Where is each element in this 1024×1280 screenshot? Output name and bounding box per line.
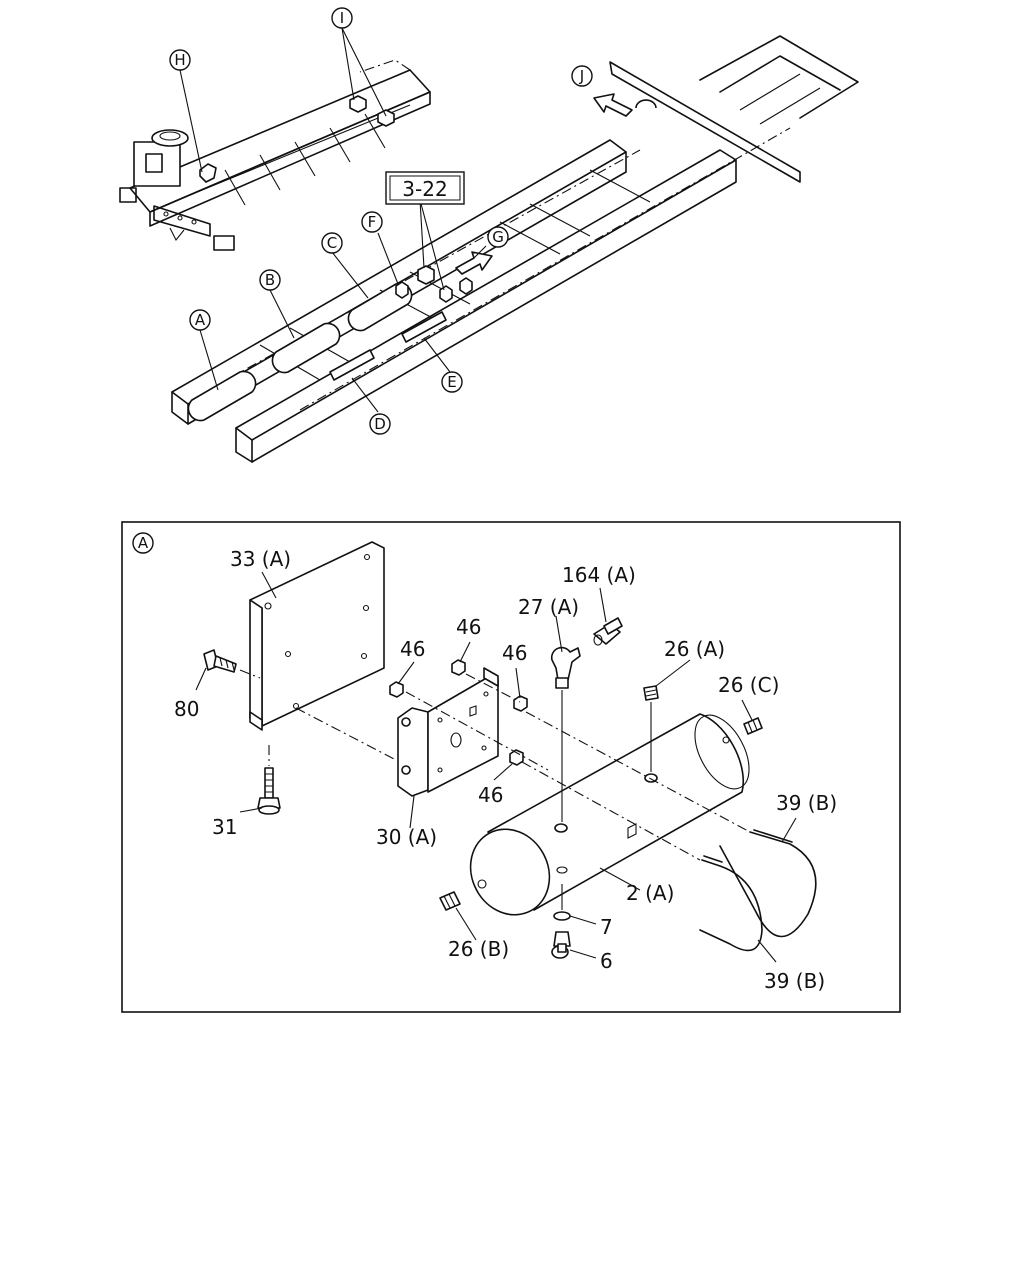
callout-j: J: [571, 65, 593, 87]
elbow-27: [550, 646, 581, 689]
svg-text:G: G: [492, 228, 504, 246]
main-frame: [171, 35, 859, 463]
label-part-46-d: 46: [478, 783, 503, 807]
label-part-164: 164 (A): [562, 563, 636, 587]
callout-h: H: [169, 49, 191, 71]
label-part-26-b: 26 (B): [448, 937, 509, 961]
svg-text:3-22: 3-22: [402, 177, 447, 201]
label-part-46-c: 46: [502, 641, 527, 665]
drain-valve-6: [551, 931, 571, 959]
reference-box: 3-22: [385, 171, 465, 205]
label-part-39-b-upper: 39 (B): [776, 791, 837, 815]
label-part-39-b-lower: 39 (B): [764, 969, 825, 993]
detail-panel-a: A: [121, 521, 901, 1013]
plug-26b: [439, 891, 461, 911]
air-tank-2: [469, 713, 750, 916]
bolt-31: [257, 767, 281, 815]
nut-46-a: [389, 681, 404, 698]
label-part-46-b: 46: [456, 615, 481, 639]
svg-text:B: B: [265, 271, 275, 289]
svg-text:H: H: [174, 51, 185, 69]
svg-text:C: C: [327, 234, 337, 252]
bracket-plate-33: [249, 541, 385, 731]
frame-tank-a: [187, 370, 257, 422]
detail-leaders: [195, 571, 797, 963]
svg-text:A: A: [195, 311, 206, 329]
panel-tag: A: [132, 532, 154, 554]
label-part-26-a: 26 (A): [664, 637, 725, 661]
callout-c: C: [321, 232, 343, 254]
callout-b: B: [259, 269, 281, 291]
nut-46-d: [509, 749, 524, 766]
nut-46-b: [451, 659, 466, 676]
callout-g: G: [487, 226, 509, 248]
svg-text:J: J: [579, 67, 584, 85]
callout-d: D: [369, 413, 391, 435]
bracket-30: [397, 667, 499, 797]
callout-f: F: [361, 211, 383, 233]
label-part-7: 7: [600, 915, 613, 939]
plug-26c: [743, 717, 763, 735]
bolt-80: [203, 649, 237, 673]
nut-46-c: [513, 695, 528, 712]
label-part-27: 27 (A): [518, 595, 579, 619]
label-part-46-a: 46: [400, 637, 425, 661]
svg-text:E: E: [447, 373, 456, 391]
svg-text:A: A: [138, 534, 149, 552]
overview-leaders: [179, 27, 487, 413]
label-part-6: 6: [600, 949, 613, 973]
pipe-39b-upper: [719, 829, 817, 938]
pipe-39b-lower: [699, 855, 763, 952]
plug-26a: [643, 685, 659, 701]
label-part-80: 80: [174, 697, 199, 721]
chassis-overview: A B C D E F G H I J 3-22: [119, 7, 859, 463]
label-part-2: 2 (A): [626, 881, 674, 905]
svg-text:D: D: [374, 415, 386, 433]
svg-text:I: I: [340, 9, 344, 27]
label-part-33: 33 (A): [230, 547, 291, 571]
label-part-26-c: 26 (C): [718, 673, 779, 697]
washer-7: [553, 911, 571, 921]
fitting-164: [593, 617, 623, 646]
label-part-30: 30 (A): [376, 825, 437, 849]
label-part-31: 31: [212, 815, 237, 839]
svg-text:F: F: [368, 213, 377, 231]
callout-a: A: [189, 309, 211, 331]
callout-e: E: [441, 371, 463, 393]
frame-tank-b: [271, 322, 341, 374]
callout-i: I: [331, 7, 353, 29]
front-frame-section: [119, 59, 431, 251]
